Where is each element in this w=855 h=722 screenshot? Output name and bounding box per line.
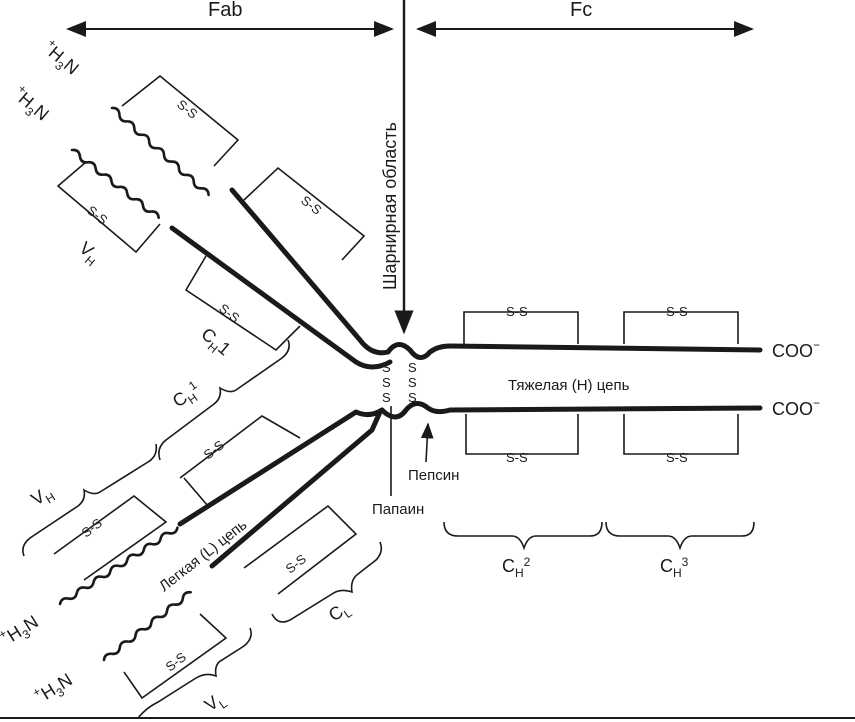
light-chain-label: Легкая (L) цепь [156,516,250,595]
hinge-s-3: S [382,390,391,405]
hinge-s-2: S [382,375,391,390]
heavy-chain-upper-fab-outer-variable [110,106,210,197]
vh-brace-lower [22,443,158,557]
disulfide-box-lower-3 [243,504,358,595]
ch2-label: CH2 [502,555,531,580]
svg-text:+H3N: +H3N [7,81,55,127]
ch1-label-lower: CH1 [168,378,206,415]
hinge-s-5: S [408,375,417,390]
disulfide-box-lower-1 [179,415,301,479]
fab-label: Fab [208,0,242,21]
ch1-brace-lower [158,339,290,461]
disulfide-label-fc-2: S-S [666,304,688,319]
disulfide-box-fc-2 [623,311,739,344]
heavy-chain-label: Тяжелая (Н) цепь [508,377,630,394]
disulfide-box-upper-2 [243,166,366,261]
vl-brace [137,627,252,719]
disulfide-box-lower-2 [53,494,168,581]
vh-label-lower: VH [28,481,58,512]
disulfide-label-upper-2: S-S [298,193,325,218]
disulfide-box-upper-3 [56,161,161,254]
disulfide-box-upper-4 [184,255,301,352]
svg-text:CH1: CH1 [195,324,235,363]
disulfide-label-upper-1: S-S [174,97,201,122]
heavy-chain-upper-fab-inner-variable [70,148,160,220]
svg-text:VH: VH [73,238,104,270]
disulfide-label-lower-4: S-S [163,649,190,674]
hinge-s-1: S [382,360,391,375]
n-terminus-lower-1: +H3N [0,609,44,653]
svg-text:CH1: CH1 [168,378,206,415]
disulfide-box-fc-4 [623,414,739,455]
pepsin-arrow [420,422,434,463]
fc-label: Fc [570,0,592,21]
vh-label-upper: VH [73,238,104,270]
heavy-chain-upper-fab-inner [169,225,393,370]
heavy-chain-fc-upper [385,342,763,360]
cl-label: CL [325,597,355,628]
disulfide-box-upper-1 [121,74,240,167]
disulfide-box-lower-1b [183,477,209,507]
disulfide-label-fc-3: S-S [506,450,528,465]
disulfide-label-upper-4: S-S [216,301,243,326]
light-chain-variable [102,590,192,662]
heavy-chain-fc-lower [379,401,763,420]
svg-text:+H3N: +H3N [30,667,78,711]
ch2-brace [443,521,603,551]
vl-label: VL [201,688,230,719]
hinge-s-6: S [408,390,417,405]
cl-brace [271,541,383,623]
ch1-label-upper: CH1 [195,324,235,363]
ch3-label: CH3 [660,555,689,580]
coo-lower: COO− [772,396,820,419]
svg-text:+H3N: +H3N [0,609,44,653]
heavy-chain-lower-fab-variable [58,526,179,606]
disulfide-box-fc-1 [463,311,579,344]
svg-text:+H3N: +H3N [37,35,85,81]
hinge-s-4: S [408,360,417,375]
n-terminus-lower-2: +H3N [30,667,78,711]
svg-text:CL: CL [325,597,355,628]
svg-text:VH: VH [28,481,58,512]
ch3-brace [605,521,755,551]
n-terminus-upper-1: +H3N [37,35,85,81]
disulfide-box-fc-3 [465,414,579,455]
heavy-chain-upper-fab-outer [229,187,391,356]
disulfide-label-upper-3: S-S [84,203,111,228]
disulfide-box-lower-4 [123,613,228,700]
disulfide-label-fc-4: S-S [666,450,688,465]
light-chain [209,409,383,569]
svg-text:VL: VL [201,688,230,719]
disulfide-label-fc-1: S-S [506,304,528,319]
coo-upper: COO− [772,338,820,361]
papain-label: Папаин [372,501,424,518]
n-terminus-upper-2: +H3N [7,81,55,127]
pepsin-label: Пепсин [408,467,459,484]
hinge-label: Шарнирная область [380,122,400,290]
